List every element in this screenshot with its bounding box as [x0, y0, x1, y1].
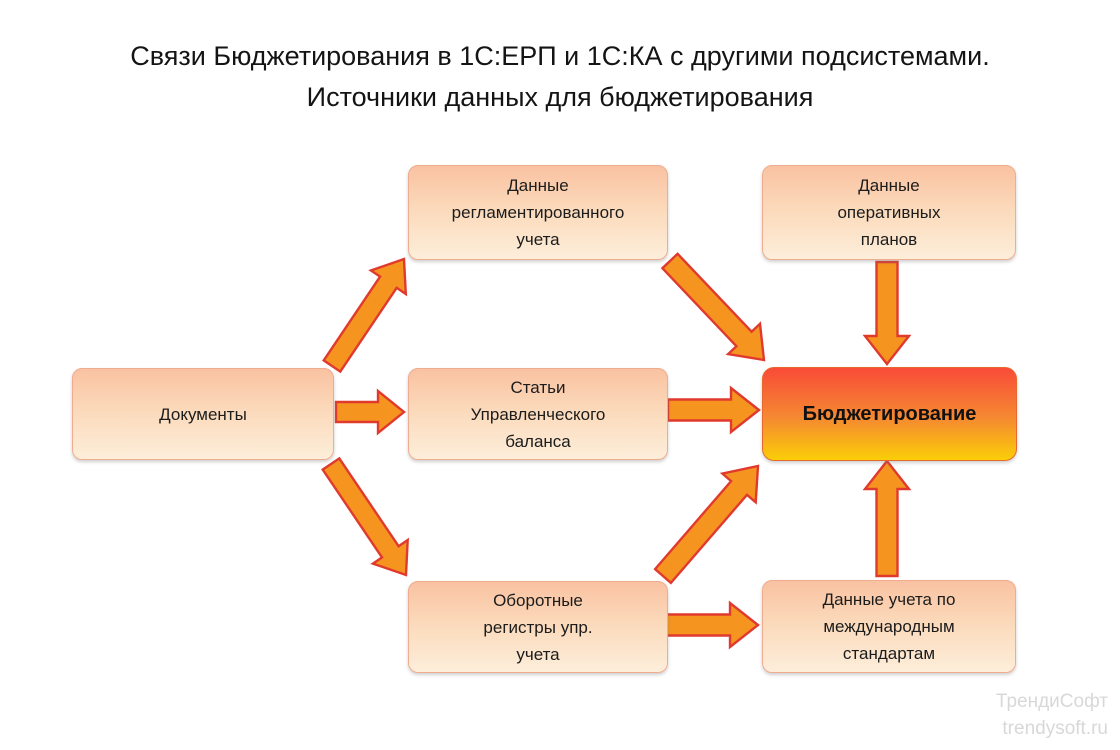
arrow-intl-to-budgeting — [862, 459, 912, 578]
arrow-turnover-to-intl — [661, 600, 760, 650]
arrow-documents-to-turnover — [321, 456, 410, 577]
title-line-2: Источники данных для бюджетирования — [306, 82, 814, 112]
arrow-plans-to-budgeting — [862, 260, 912, 366]
node-turnover-registers: Оборотные регистры упр. учета — [408, 581, 668, 673]
node-regulated-accounting-data: Данные регламентированного учета — [408, 165, 668, 260]
watermark-site: trendysoft.ru — [1002, 718, 1108, 739]
node-management-balance-items: Статьи Управленческого баланса — [408, 368, 668, 460]
arrow-balance-to-budgeting — [666, 385, 761, 435]
node-budgeting: Бюджетирование — [762, 367, 1017, 461]
watermark-brand: ТрендиСофт — [995, 691, 1108, 712]
arrow-documents-to-balance — [334, 388, 406, 436]
node-international-standards-data: Данные учета по международным стандартам — [762, 580, 1016, 673]
title-line-1: Связи Бюджетирования в 1С:ЕРП и 1С:КА с … — [130, 41, 990, 71]
node-documents: Документы — [72, 368, 334, 460]
arrow-regulated-to-budgeting — [660, 252, 766, 362]
arrow-documents-to-regulated — [322, 257, 408, 374]
page-title: Связи Бюджетирования в 1С:ЕРП и 1С:КА с … — [0, 36, 1120, 118]
node-operational-plans-data: Данные оперативных планов — [762, 165, 1016, 260]
watermark: ТрендиСофт trendysoft.ru — [996, 688, 1108, 742]
arrow-turnover-to-budgeting — [653, 464, 760, 585]
